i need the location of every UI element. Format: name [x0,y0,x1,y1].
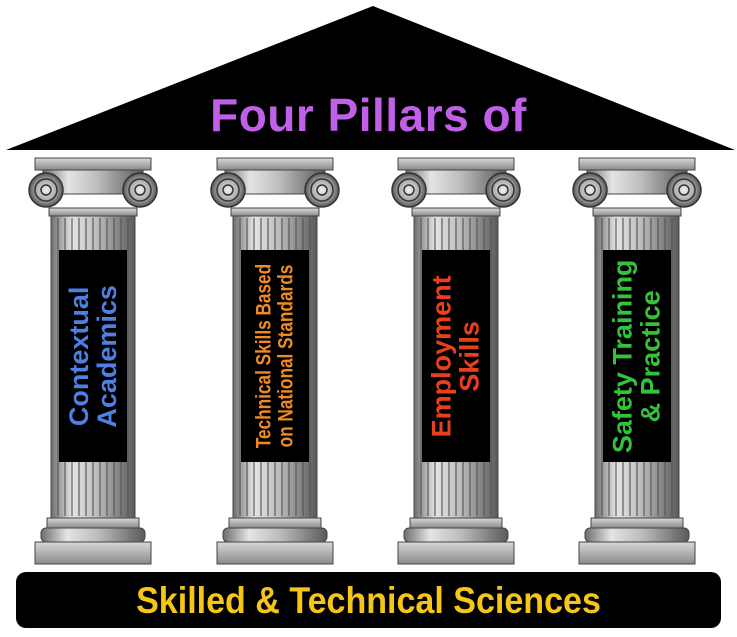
pillar-volute-ring [578,178,602,202]
pillar-base-ring [590,517,684,529]
pillar-volute-ring [310,178,334,202]
pillar-capital-plate [34,157,152,171]
pillar-base-torus [403,527,509,543]
pillar-collar [411,207,501,217]
pillar-volute-ring [222,184,234,196]
pillar-base-torus [40,527,146,543]
pillar-plinth [578,541,696,565]
pillar-plinth [216,541,334,565]
pillar-volute-ring [128,178,152,202]
pillar-collar [592,207,682,217]
pillar-base-torus [222,527,328,543]
pillar-2 [210,157,340,565]
pillar-plinth [397,541,515,565]
pillar-base-ring [409,517,503,529]
pillar-volute [28,172,64,208]
pillar-volute-ring [34,178,58,202]
pillar-collar [230,207,320,217]
pillar-volute [666,172,702,208]
pillar-label-panel [241,250,309,462]
pillar-volute [391,172,427,208]
pillar-3 [391,157,521,565]
pillar-label-panel [603,250,671,462]
pillar-volute-ring [584,184,596,196]
pillar-plinth [34,541,152,565]
pillar-collar [48,207,138,217]
pillar-label-panel [59,250,127,462]
pillar-base-ring [46,517,140,529]
pillar-capital-plate [397,157,515,171]
pillar-volute-ring [403,184,415,196]
roof [6,6,735,150]
pillar-volute [304,172,340,208]
pillar-volute-ring [678,184,690,196]
pillar-volute [572,172,608,208]
pillar-1 [28,157,158,565]
pillar-volute-ring [316,184,328,196]
base-slab [16,572,721,628]
pillar-4 [572,157,702,565]
pillar-volute-ring [491,178,515,202]
pillar-capital-plate [216,157,334,171]
pillar-capital-plate [578,157,696,171]
pillar-volute-ring [134,184,146,196]
pillar-volute-ring [497,184,509,196]
pillar-label-panel [422,250,490,462]
pillar-volute-ring [216,178,240,202]
pillar-volute [122,172,158,208]
pillar-volute [210,172,246,208]
pillar-volute-ring [672,178,696,202]
pillar-volute-ring [397,178,421,202]
pillar-volute [485,172,521,208]
pillar-base-ring [228,517,322,529]
pillar-volute-ring [40,184,52,196]
pillar-base-torus [584,527,690,543]
